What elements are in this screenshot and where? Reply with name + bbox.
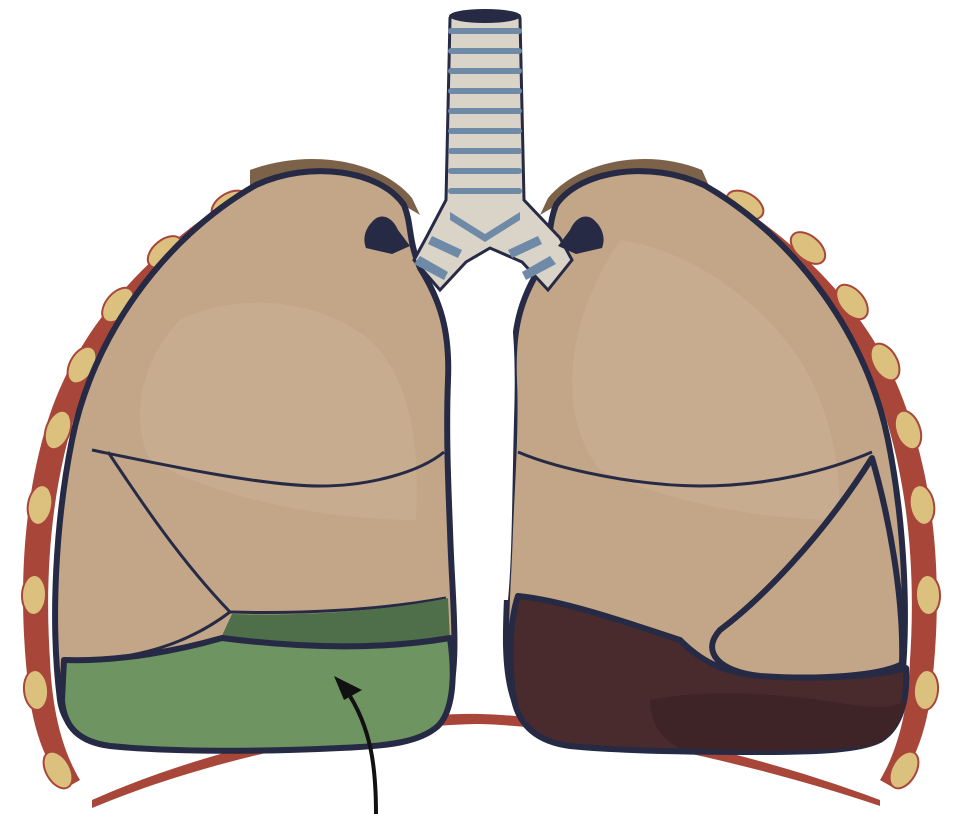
trachea-ring: [448, 148, 522, 154]
rib-icon: [915, 575, 940, 616]
left-pleural-fluid: [62, 638, 453, 751]
trachea-ring: [448, 48, 522, 54]
mediastinum-gap: [455, 274, 514, 600]
trachea-ring: [448, 68, 522, 74]
rib-icon: [21, 575, 46, 616]
trachea-opening: [449, 9, 521, 23]
trachea-ring: [448, 88, 522, 94]
trachea-ring: [448, 168, 522, 174]
trachea-ring: [448, 128, 522, 134]
trachea-ring: [448, 188, 522, 194]
trachea-ring: [448, 28, 522, 34]
trachea-ring: [448, 108, 522, 114]
trachea-icon: [364, 9, 603, 290]
